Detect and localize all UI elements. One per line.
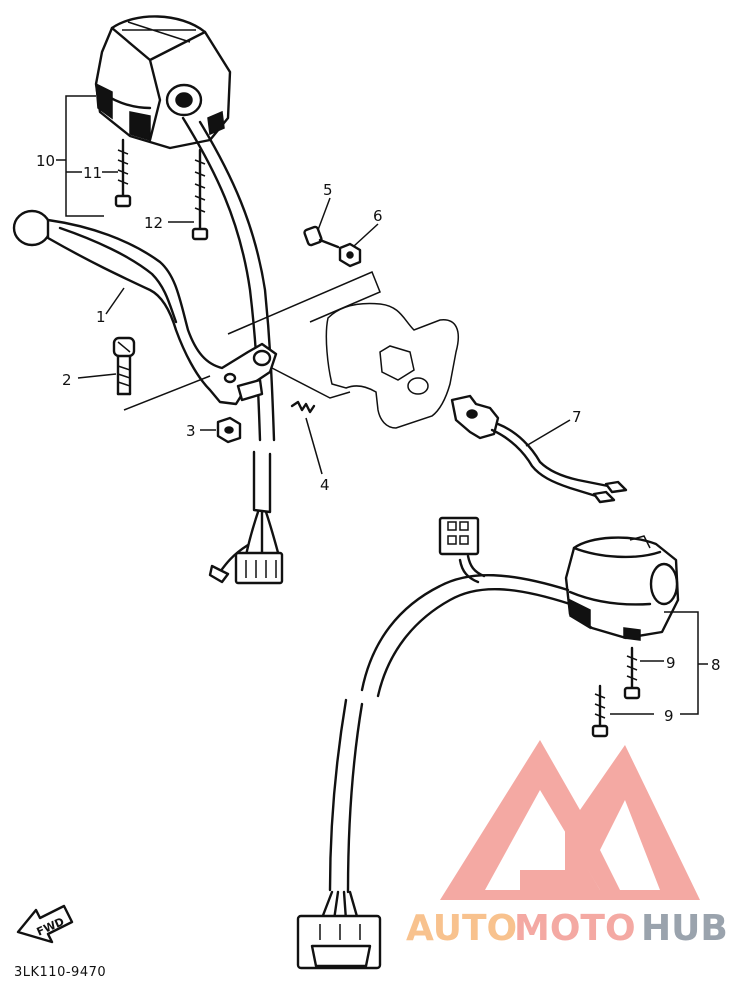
lever-nut [216,416,242,444]
screw-11 [114,138,132,208]
callout-3: 3 [186,422,196,440]
bracket-10 [56,95,194,223]
watermark-auto: AUTO [406,908,517,949]
pivot-bolt [112,336,136,396]
callout-labels: 1 2 3 4 5 6 7 8 9 9 10 11 12 [36,152,721,725]
left-switch-housing [94,15,232,150]
right-switch-housing [564,535,680,641]
callout-1: 1 [96,308,106,326]
forward-arrow-icon: FWD [16,904,74,944]
callout-6: 6 [373,207,383,225]
callout-9-lower: 9 [664,707,674,725]
callout-9-upper: 9 [666,654,676,672]
lever-spring [290,400,316,414]
clutch-lever [12,209,278,406]
bracket-8 [610,611,708,715]
leader-lines [77,197,571,475]
right-switch-cable [296,516,572,970]
clutch-switch [450,394,628,504]
screw-5 [303,225,340,249]
callout-2: 2 [62,371,72,389]
screw-12 [191,148,209,241]
watermark-moto: MOTO [514,908,636,949]
watermark-wordmark: AUTO MOTO HUB [406,908,728,949]
callout-12: 12 [144,214,163,232]
screw-9-upper [623,646,641,700]
left-switch-cable [181,116,284,585]
callout-11: 11 [83,164,102,182]
catalog-code: 3LK110-9470 [14,965,106,980]
screw-9-lower [591,684,609,738]
nut-6 [338,242,362,268]
lever-perch-bracket [123,271,460,429]
callout-8: 8 [711,656,721,674]
watermark-logo [440,740,700,900]
watermark-hub: HUB [641,908,728,949]
callout-7: 7 [572,408,582,426]
callout-5: 5 [323,181,333,199]
callout-10: 10 [36,152,55,170]
callout-4: 4 [320,476,330,494]
